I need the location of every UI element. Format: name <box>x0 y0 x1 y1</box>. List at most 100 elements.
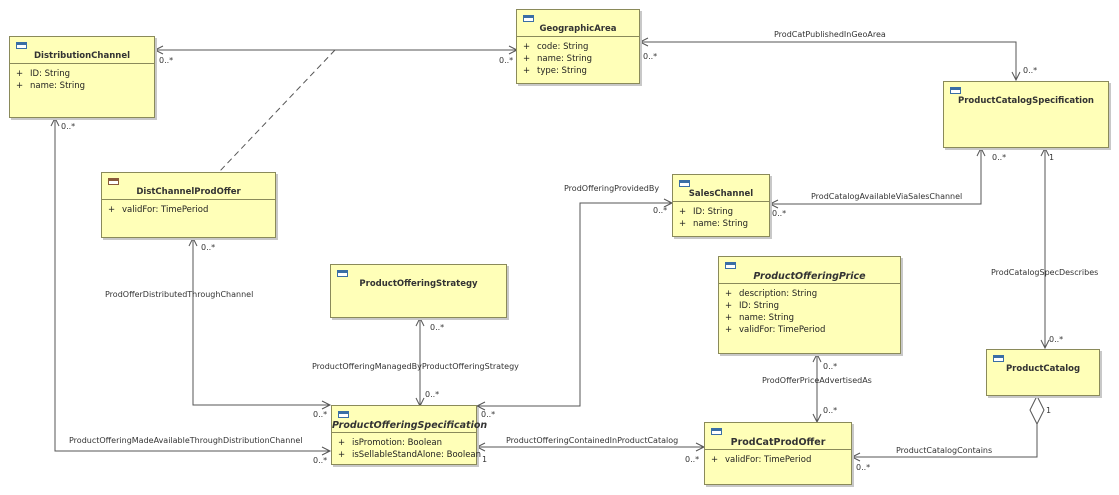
arrowhead <box>812 352 822 363</box>
attribute: +name: String <box>16 81 86 91</box>
association-class-icon <box>108 178 119 185</box>
attribute: +description: String <box>725 289 818 299</box>
attribute: +type: String <box>523 66 587 76</box>
arrowhead <box>321 446 332 456</box>
line-catalogspec-saleschannel <box>770 148 982 205</box>
association-label: ProdCatalogSpecDescribes <box>991 268 1099 277</box>
association-label: ProdOfferPriceAdvertisedAs <box>762 376 872 385</box>
class-name: ProductOfferingSpecification <box>332 420 488 431</box>
aggregation-diamond <box>1029 395 1045 426</box>
attribute: +name: String <box>679 219 749 229</box>
class-icon <box>993 355 1004 362</box>
attribute: +isPromotion: Boolean <box>338 438 443 448</box>
attribute: +ID: String <box>679 207 733 217</box>
class-icon <box>725 262 736 269</box>
multiplicity: 0..* <box>992 153 1007 162</box>
class-product-catalog-specification[interactable]: ProductCatalogSpecification <box>943 81 1109 148</box>
arrowhead <box>1040 339 1050 350</box>
class-product-offering-strategy[interactable]: ProductOfferingStrategy <box>330 264 507 318</box>
multiplicity: 0..* <box>499 56 514 65</box>
line-distprodoffer-offeringspec <box>192 238 330 406</box>
class-name: DistributionChannel <box>33 51 130 61</box>
multiplicity: 0..* <box>643 52 658 61</box>
association-label: ProdOfferDistributedThroughChannel <box>105 290 254 299</box>
association-label: ProdCatPublishedInGeoArea <box>774 30 886 39</box>
multiplicity: 1 <box>482 455 488 464</box>
attribute: +code: String <box>523 42 589 52</box>
multiplicity: 1 <box>1046 406 1052 415</box>
association-class-link <box>218 49 336 173</box>
arrowhead <box>638 37 649 47</box>
association-label: ProductCatalogContains <box>896 446 993 455</box>
class-product-catalog[interactable]: ProductCatalog <box>986 349 1100 396</box>
attribute: +validFor: TimePeriod <box>108 205 209 215</box>
attribute: +validFor: TimePeriod <box>711 455 812 465</box>
multiplicity: 0..* <box>313 456 328 465</box>
class-name: ProdCatProdOffer <box>730 437 826 448</box>
class-icon <box>337 270 348 277</box>
arrowhead <box>321 400 332 410</box>
class-sales-channel[interactable]: SalesChannel +ID: String +name: String <box>672 174 770 237</box>
arrowhead <box>50 116 60 127</box>
attribute: +name: String <box>523 54 593 64</box>
arrowhead <box>475 442 486 452</box>
association-label: ProductOfferingManagedByProductOfferingS… <box>312 362 519 371</box>
association-label: ProdCatalogAvailableViaSalesChannel <box>811 192 963 201</box>
arrowhead <box>850 452 861 462</box>
arrowhead <box>475 401 486 411</box>
arrowhead <box>768 199 779 209</box>
class-product-offering-price[interactable]: ProductOfferingPrice +description: Strin… <box>718 256 901 354</box>
class-name: GeographicArea <box>539 24 617 34</box>
multiplicity: 0..* <box>856 463 871 472</box>
attribute: +ID: String <box>16 69 70 79</box>
multiplicity: 0..* <box>1049 335 1064 344</box>
class-name: ProductOfferingStrategy <box>359 279 478 289</box>
class-icon <box>679 180 690 187</box>
multiplicity: 0..* <box>159 56 174 65</box>
attribute: +isSellableStandAlone: Boolean <box>338 450 482 460</box>
arrowhead <box>415 316 425 327</box>
class-icon <box>711 428 722 435</box>
multiplicity: 0..* <box>1023 66 1038 75</box>
line-catalog-prodcatprodoffer <box>852 424 1038 458</box>
arrowhead <box>1011 71 1021 82</box>
multiplicity: 0..* <box>201 243 216 252</box>
class-dist-channel-prod-offer[interactable]: DistChannelProdOffer +validFor: TimePeri… <box>101 172 276 238</box>
multiplicity: 0..* <box>430 323 445 332</box>
attribute: +validFor: TimePeriod <box>725 325 826 335</box>
class-name: ProductCatalog <box>1005 364 1081 374</box>
arrowhead <box>188 236 198 247</box>
class-icon <box>16 42 27 49</box>
arrowhead <box>1040 146 1050 157</box>
class-name: ProductCatalogSpecification <box>958 96 1094 106</box>
association-label: ProductOfferingContainedInProductCatalog <box>506 436 679 445</box>
class-icon <box>950 87 961 94</box>
class-name: ProductOfferingPrice <box>753 271 866 282</box>
association-label: ProductOfferingMadeAvailableThroughDistr… <box>69 436 303 445</box>
class-icon <box>338 411 349 418</box>
multiplicity: 0..* <box>425 390 440 399</box>
multiplicity: 1 <box>1049 153 1055 162</box>
multiplicity: 0..* <box>653 206 668 215</box>
class-distribution-channel[interactable]: DistributionChannel +ID: String +name: S… <box>9 36 155 118</box>
class-name: SalesChannel <box>688 189 754 199</box>
class-name: DistChannelProdOffer <box>136 187 241 197</box>
multiplicity: 0..* <box>772 209 787 218</box>
association-label: ProdOfferingProvidedBy <box>564 184 660 193</box>
arrowhead <box>153 45 164 55</box>
multiplicity: 0..* <box>61 122 76 131</box>
multiplicity: 0..* <box>481 410 496 419</box>
line-geoarea-catalogspec <box>640 41 1017 80</box>
attribute: +name: String <box>725 313 795 323</box>
attribute: +ID: String <box>725 301 779 311</box>
class-geographic-area[interactable]: GeographicArea +code: String +name: Stri… <box>516 9 640 84</box>
class-prod-cat-prod-offer[interactable]: ProdCatProdOffer +validFor: TimePeriod <box>704 422 852 485</box>
multiplicity: 0..* <box>823 406 838 415</box>
line-saleschannel-offeringspec <box>477 202 672 407</box>
multiplicity: 0..* <box>823 362 838 371</box>
multiplicity: 0..* <box>313 410 328 419</box>
class-product-offering-specification[interactable]: ProductOfferingSpecification +isPromotio… <box>331 405 488 465</box>
line-distchannel-offeringspec <box>54 118 330 452</box>
